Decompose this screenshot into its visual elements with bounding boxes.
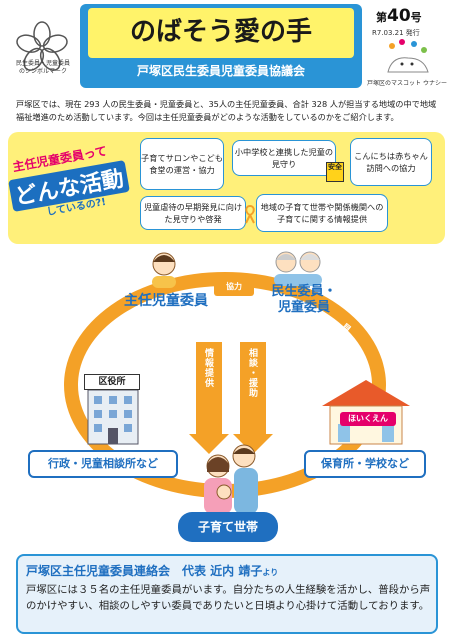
soudan-label: 相談・援助 — [247, 348, 257, 398]
ward-office-building-icon — [87, 389, 139, 445]
message-text: 戸塚区には３５名の主任児童委員がいます。自分たちの人生経験を活かし、普段から声の… — [26, 584, 431, 612]
info-arrow-head — [189, 434, 229, 454]
activity-school-watch: 小中学校と連携した児童の見守り — [232, 140, 336, 176]
cooperation-arrow-label: 協力 — [214, 278, 254, 296]
activity-baby-visit-text: こんにちは赤ちゃん訪問への協力 — [354, 151, 428, 173]
activity-school-watch-text: 小中学校と連携した児童の見守り — [234, 147, 334, 169]
logo-caption-line2: のシンボルマーク — [18, 68, 67, 75]
mascot-caption: 戸塚区のマスコット ウナシー — [367, 80, 447, 87]
activity-info-provision: 地域の子育て世帯や関係機関への子育てに関する情報提供 — [256, 194, 388, 232]
safety-badge: 安全 — [326, 162, 344, 182]
activity-abuse-prevention: 児童虐待の早期発見に向けた見守りや啓発 — [140, 196, 246, 230]
logo-caption-line1: 民生委員・児童委員 — [15, 60, 70, 67]
jouhou-label: 情報提供 — [203, 348, 213, 388]
issue-number-value: 40 — [387, 6, 411, 26]
minsei-label-line1: 民生委員・ — [271, 284, 337, 299]
newsletter-title: のばそう愛の手 — [88, 8, 354, 58]
shunin-label: 主任児童委員 — [124, 293, 208, 309]
activity-abuse-prevention-text: 児童虐待の早期発見に向けた見守りや啓発 — [143, 202, 243, 224]
message-title-main: 戸塚区主任児童委員連絡会 代表 近内 靖子 — [26, 564, 263, 578]
newsletter-subtitle: 戸塚区民生委員児童委員協議会 — [136, 64, 305, 78]
message-box — [16, 554, 438, 634]
ward-office-sign: 区役所 — [84, 374, 140, 390]
gyousei-node: 行政・児童相談所など — [28, 450, 178, 478]
info-arrow — [196, 342, 222, 436]
activity-info-provision-text: 地域の子育て世帯や関係機関への子育てに関する情報提供 — [260, 202, 384, 224]
shunin-person-icon — [152, 252, 176, 288]
message-title-suffix: より — [262, 568, 279, 577]
activity-baby-visit: こんにちは赤ちゃん訪問への協力 — [350, 138, 432, 186]
issue-prefix: 第 — [376, 11, 387, 24]
minsei-label: 民生委員・ 児童委員 — [244, 284, 364, 316]
message-title: 戸塚区主任児童委員連絡会 代表 近内 靖子より — [26, 562, 432, 579]
nursery-sign: ほいくえん — [340, 412, 396, 426]
mascot-illustration — [387, 39, 429, 73]
clover-symbol-logo — [16, 21, 68, 71]
orange-ribbon-icon — [245, 204, 255, 224]
logo-caption: 民生委員・児童委員 のシンボルマーク — [4, 60, 82, 76]
issue-date: R7.03.21 発行 — [372, 29, 420, 37]
kosodate-node: 子育て世帯 — [178, 512, 278, 542]
intro-paragraph: 戸塚区では、現在 293 人の民生委員・児童委員と、35人の主任児童委員、合計 … — [16, 99, 437, 122]
minsei-label-line2: 児童委員 — [277, 300, 330, 315]
nursery-building-icon — [322, 380, 410, 445]
minsei-people-icon — [274, 251, 322, 286]
issue-number: 第40号 — [376, 6, 422, 26]
family-illustration — [204, 444, 258, 514]
activity-salon: 子育てサロンやこども食堂の運営・協力 — [140, 138, 224, 190]
hoiku-node: 保育所・学校など — [304, 450, 426, 478]
consult-arrow — [240, 342, 266, 436]
activity-salon-text: 子育てサロンやこども食堂の運営・協力 — [141, 153, 223, 175]
issue-suffix: 号 — [410, 11, 422, 24]
